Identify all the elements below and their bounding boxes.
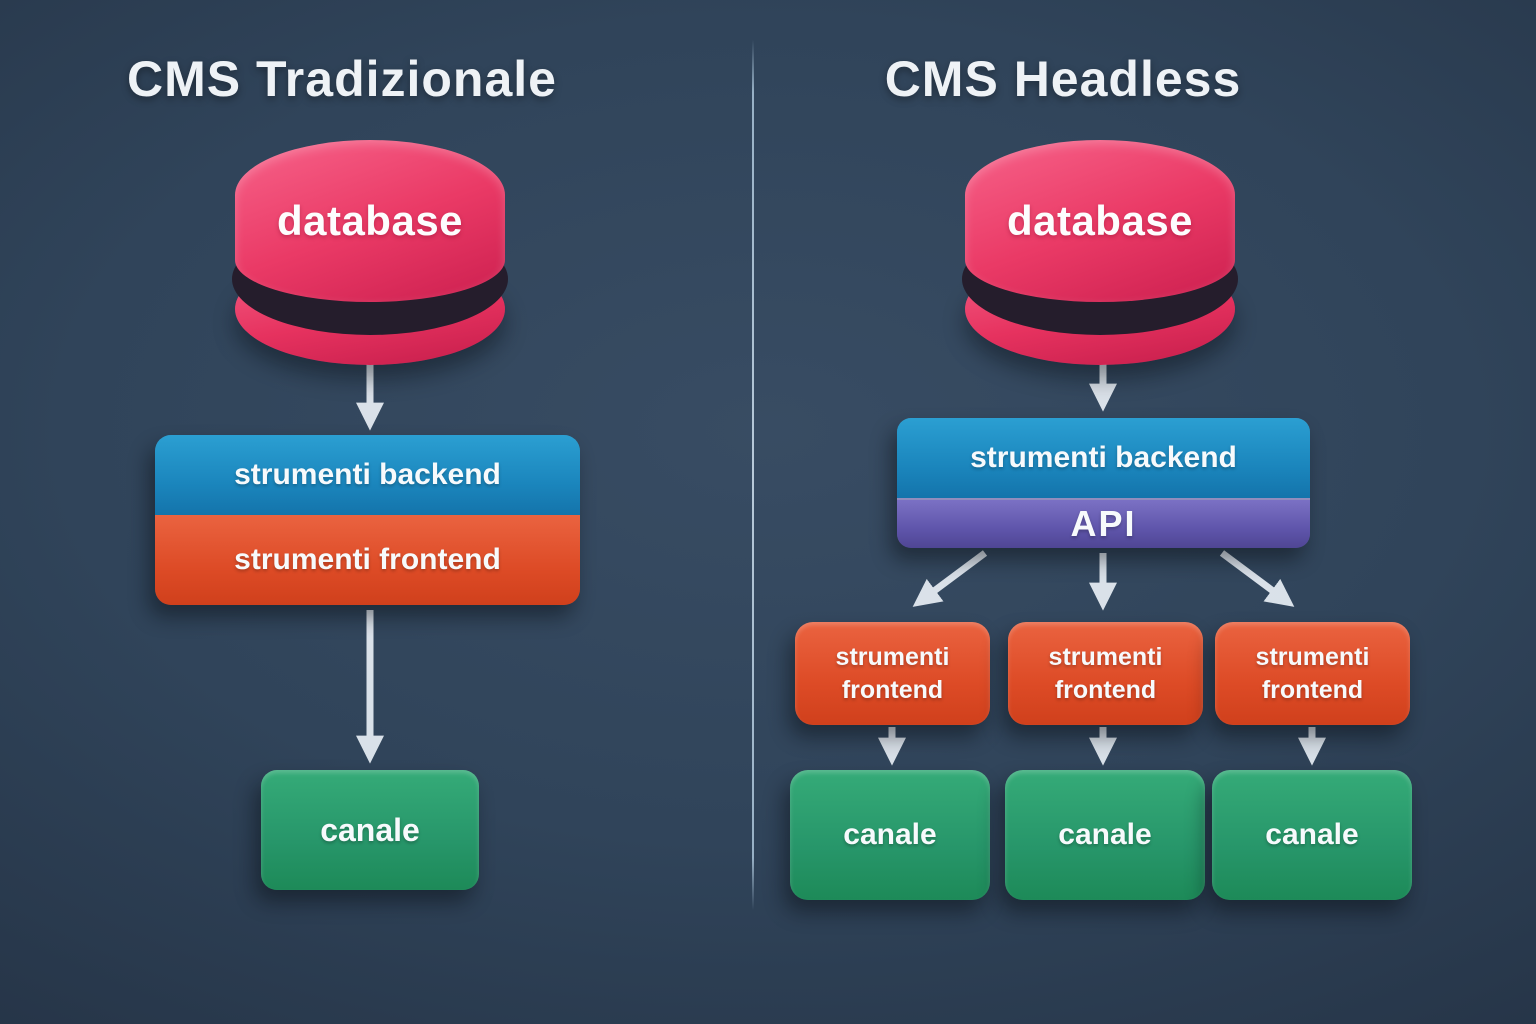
api-bar: API [897, 498, 1310, 548]
database-label-left: database [276, 197, 464, 244]
channel-box-3: canale [1212, 770, 1412, 900]
frontend-box-left: strumenti frontend [155, 515, 580, 605]
database-cylinder-left: database [232, 140, 508, 365]
channel-box-left: canale [261, 770, 479, 890]
channel-label-2: canale [1058, 818, 1152, 851]
frontend-box-2: strumenti frontend [1008, 622, 1203, 725]
database-cylinder-body: database [965, 140, 1235, 302]
api-label: API [1070, 503, 1137, 544]
panel-divider [752, 40, 754, 910]
frontend-label-left: strumenti frontend [234, 543, 501, 576]
cms-monolith-box: strumenti backend strumenti frontend [155, 435, 580, 605]
channel-label-1: canale [843, 818, 937, 851]
channel-box-1: canale [790, 770, 990, 900]
frontend-label-2: strumenti frontend [1048, 643, 1163, 704]
channel-label-left: canale [320, 811, 420, 848]
arrow-api-to-frontend-3 [1219, 550, 1295, 607]
database-label-right: database [1006, 197, 1194, 244]
channel-label-3: canale [1265, 818, 1359, 851]
backend-label-left: strumenti backend [234, 458, 501, 491]
headless-backend-box: strumenti backend API [897, 418, 1310, 548]
frontend-box-3: strumenti frontend [1215, 622, 1410, 725]
frontend-box-1: strumenti frontend [795, 622, 990, 725]
left-panel-title: CMS Tradizionale [127, 51, 557, 107]
backend-box-right: strumenti backend [897, 418, 1310, 498]
database-cylinder-right: database [962, 140, 1238, 365]
backend-box-left: strumenti backend [155, 435, 580, 515]
frontend-label-3: strumenti frontend [1255, 643, 1370, 704]
frontend-label-1: strumenti frontend [835, 643, 950, 704]
database-cylinder-body: database [235, 140, 505, 302]
arrow-api-to-frontend-1 [912, 550, 988, 607]
backend-label-right: strumenti backend [970, 441, 1237, 474]
right-panel-title: CMS Headless [884, 51, 1242, 107]
channel-box-2: canale [1005, 770, 1205, 900]
